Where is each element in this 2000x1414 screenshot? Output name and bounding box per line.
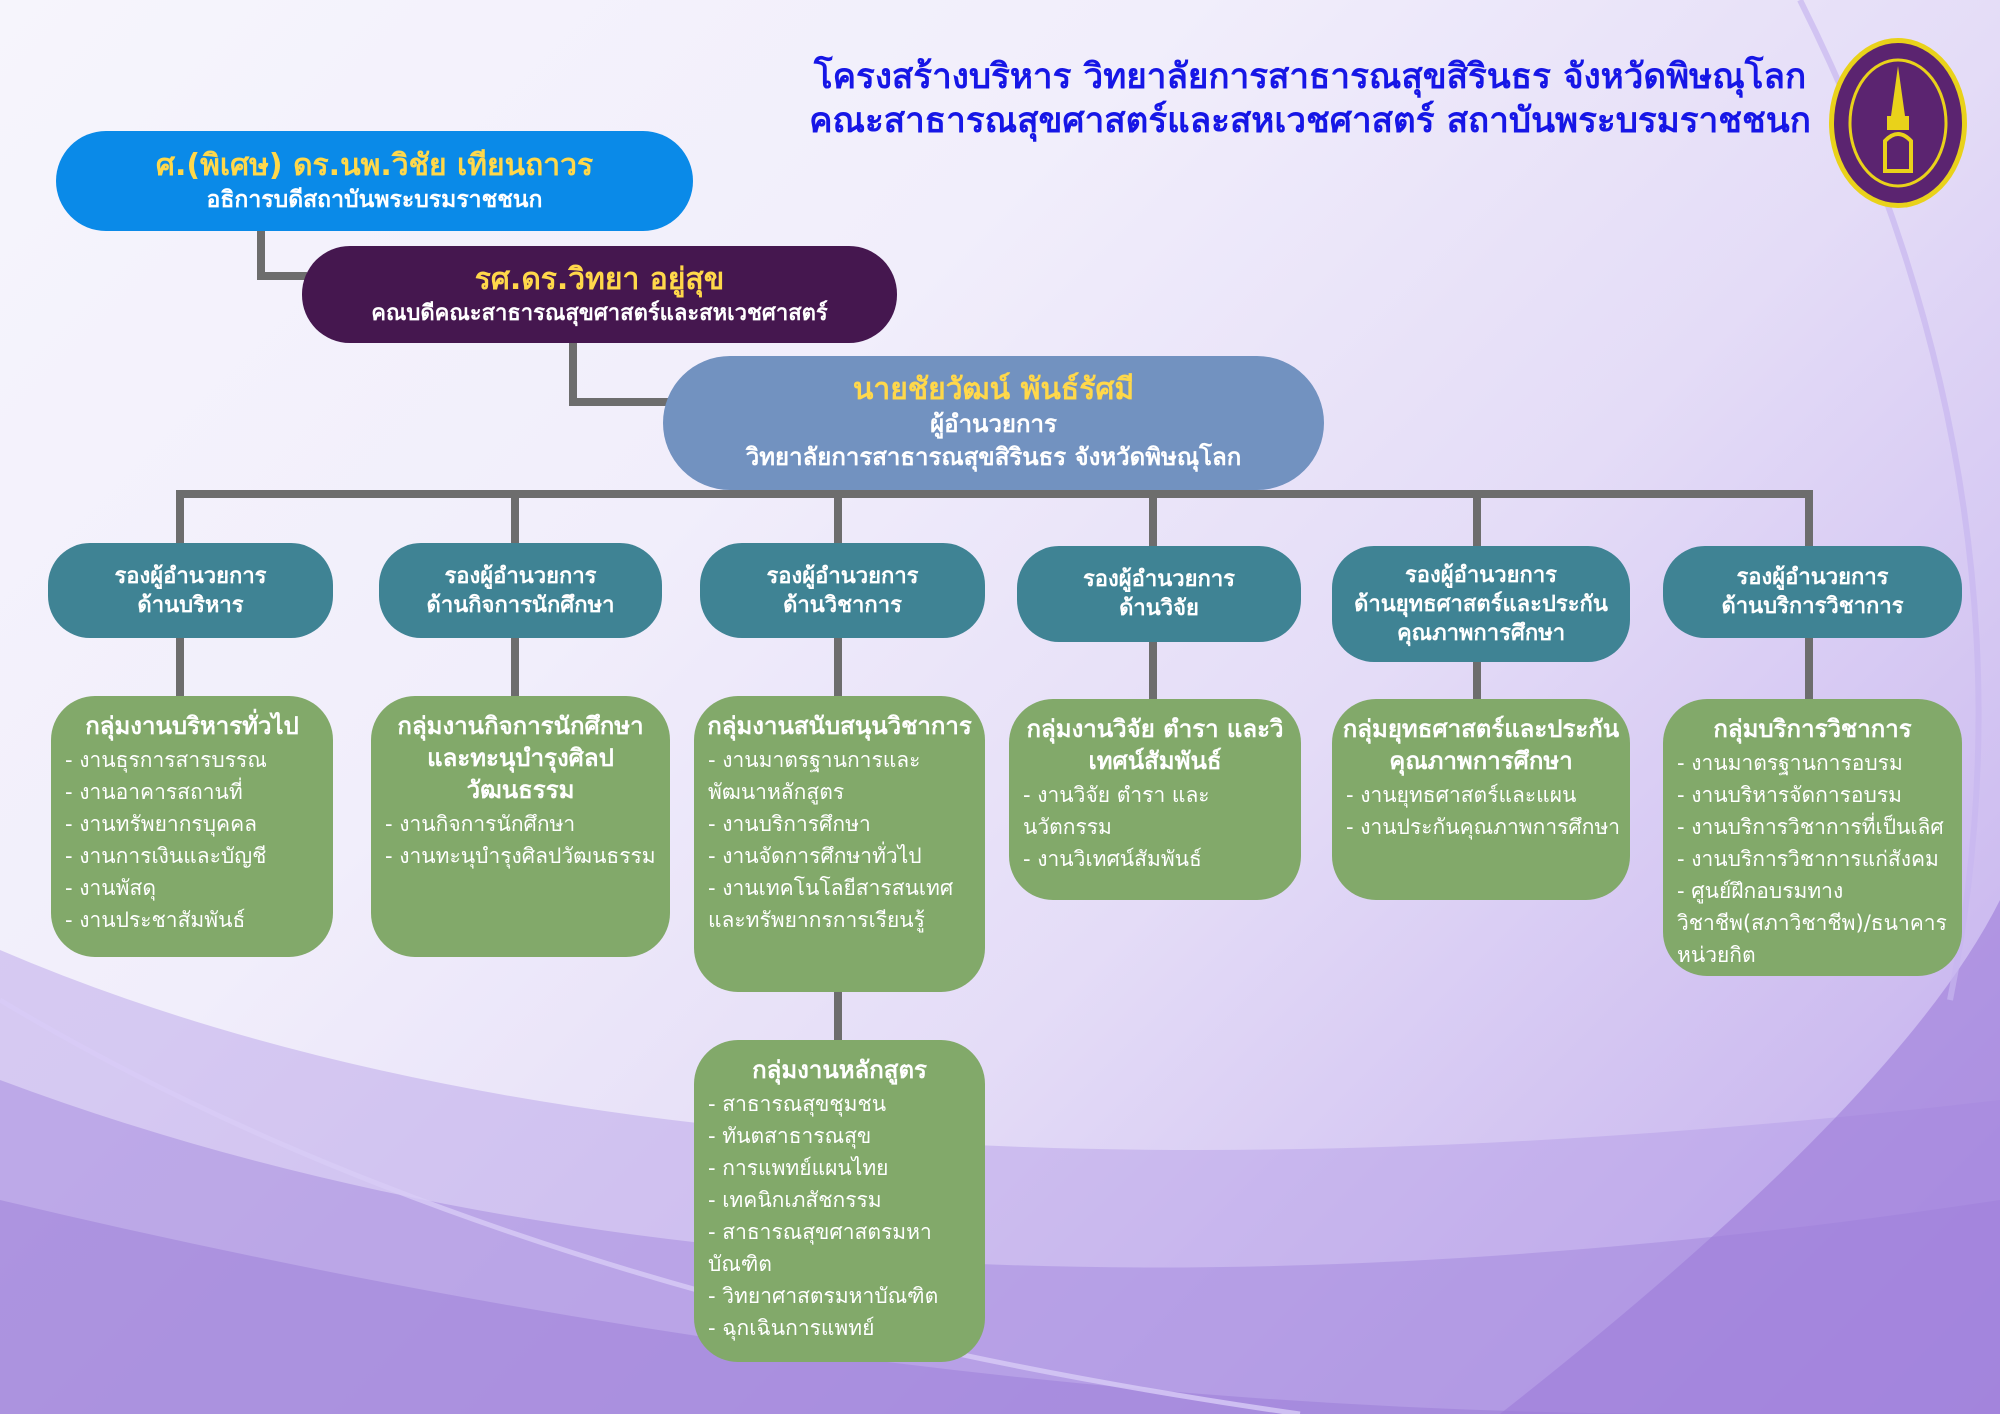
connector: [511, 636, 519, 698]
work-group-list: - งานมาตรฐานการอบรม - งานบริหารจัดการอบรม…: [1671, 747, 1954, 971]
work-unit-item: - ฉุกเฉินการแพทย์: [708, 1316, 875, 1340]
work-unit-item: - งานการเงินและบัญชี: [65, 844, 267, 868]
work-unit-item: - งานวิจัย ตำรา และนวัตกรรม: [1023, 783, 1210, 839]
work-unit-item: - งานจัดการศึกษาทั่วไป: [708, 844, 922, 868]
work-group-node: กลุ่มยุทธศาสตร์และประกันคุณภาพการศึกษา- …: [1332, 699, 1630, 900]
director-role: ผู้อำนวยการ: [930, 410, 1057, 438]
work-unit-item: - งานกิจการนักศึกษา: [385, 812, 576, 836]
deputy-area: ด้านกิจการนักศึกษา: [426, 592, 615, 618]
work-unit-item: - งานธุรการสารบรรณ: [65, 748, 267, 772]
deputy-director-node: รองผู้อำนวยการด้านบริหาร: [48, 543, 333, 638]
work-unit-item: - งานบริการศึกษา: [708, 812, 871, 836]
deputy-director-node: รองผู้อำนวยการด้านวิจัย: [1017, 546, 1301, 642]
deputy-title: รองผู้อำนวยการ: [444, 563, 597, 589]
work-unit-item: - ทันตสาธารณสุข: [708, 1124, 872, 1148]
connector: [834, 490, 842, 546]
deputy-title: รองผู้อำนวยการ: [1082, 567, 1235, 592]
work-group-node: กลุ่มบริการวิชาการ- งานมาตรฐานการอบรม- ง…: [1663, 699, 1962, 976]
connector: [834, 636, 842, 698]
work-unit-item: - งานประกันคุณภาพการศึกษา: [1346, 815, 1621, 839]
dean-node: รศ.ดร.วิทยา อยู่สุข คณบดีคณะสาธารณสุขศาส…: [302, 246, 897, 343]
work-unit-item: - งานประชาสัมพันธ์: [65, 908, 246, 932]
deputy-title: รองผู้อำนวยการ: [1404, 562, 1557, 588]
deputy-director-node: รองผู้อำนวยการด้านวิชาการ: [700, 543, 985, 638]
deputy-director-node: รองผู้อำนวยการด้านกิจการนักศึกษา: [379, 543, 662, 638]
connector: [1805, 490, 1813, 548]
work-unit-item: - งานบริหารจัดการอบรม: [1677, 783, 1902, 807]
work-unit-item: - สาธารณสุขศาสตรมหาบัณฑิต: [708, 1220, 932, 1276]
deputy-director-node: รองผู้อำนวยการด้านยุทธศาสตร์และประกันคุณ…: [1332, 546, 1630, 662]
work-group-node: กลุ่มงานวิจัย ตำรา และวิเทศน์สัมพันธ์- ง…: [1009, 699, 1301, 900]
work-group-list: - งานยุทธศาสตร์และแผน - งานประกันคุณภาพกา…: [1340, 779, 1622, 843]
work-group-title: กลุ่มงานบริหารทั่วไป: [85, 712, 299, 740]
work-unit-item: - งานทะนุบำรุงศิลปวัฒนธรรม: [385, 844, 656, 868]
connector: [176, 636, 184, 698]
president-name: ศ.(พิเศษ) ดร.นพ.วิชัย เทียนถาวร: [155, 148, 594, 183]
work-unit-item: - เทคนิกเภสัชกรรม: [708, 1188, 882, 1212]
work-group-list: - งานกิจการนักศึกษา - งานทะนุบำรุงศิลปวัฒ…: [379, 808, 662, 872]
work-unit-item: - สาธารณสุขชุมชน: [708, 1092, 887, 1116]
president-role: อธิการบดีสถาบันพระบรมราชชนก: [206, 187, 543, 213]
dean-name: รศ.ดร.วิทยา อยู่สุข: [474, 261, 725, 297]
work-group-title: กลุ่มงานวิจัย ตำรา และวิเทศน์สัมพันธ์: [1026, 715, 1284, 775]
work-group-title: กลุ่มงานสนับสนุนวิชาการ: [707, 712, 972, 740]
deputy-title: รองผู้อำนวยการ: [114, 563, 267, 589]
work-unit-item: - การแพทย์แผนไทย: [708, 1156, 889, 1180]
work-group-title: กลุ่มบริการวิชาการ: [1713, 715, 1912, 743]
connector: [257, 231, 265, 279]
deputy-area: ด้านยุทธศาสตร์และประกันคุณภาพการศึกษา: [1354, 591, 1608, 646]
deputy-area: ด้านวิจัย: [1119, 596, 1199, 621]
connector: [176, 490, 184, 546]
work-unit-item: - วิทยาศาสตรมหาบัณฑิต: [708, 1284, 939, 1308]
chart-title-line2: คณะสาธารณสุขศาสตร์และสหเวชศาสตร์ สถาบันพ…: [809, 101, 1811, 141]
work-group-node: กลุ่มงานสนับสนุนวิชาการ - งานมาตรฐานการแล…: [694, 696, 985, 992]
dean-role: คณบดีคณะสาธารณสุขศาสตร์และสหเวชศาสตร์: [371, 300, 828, 326]
deputy-director-node: รองผู้อำนวยการด้านบริการวิชาการ: [1663, 546, 1962, 638]
deputy-area: ด้านวิชาการ: [783, 592, 902, 618]
work-unit-item: - งานบริการวิชาการแก่สังคม: [1677, 847, 1939, 871]
work-group-list: - งานวิจัย ตำรา และนวัตกรรม - งานวิเทศน์ส…: [1017, 779, 1293, 875]
connector: [1149, 640, 1157, 702]
connector: [1473, 660, 1481, 702]
connector: [511, 490, 519, 546]
connector: [257, 272, 307, 280]
director-org: วิทยาลัยการสาธารณสุขสิรินธร จังหวัดพิษณุ…: [745, 443, 1242, 471]
work-unit-item: - งานอาคารสถานที่: [65, 780, 243, 804]
work-group-node: กลุ่มงานหลักสูตร - สาธารณสุขชุมชน - ทันตสา…: [694, 1040, 985, 1362]
work-group-list: - สาธารณสุขชุมชน - ทันตสาธารณสุข - การแพทย…: [702, 1088, 977, 1344]
college-logo-icon: [1829, 38, 1967, 208]
work-unit-item: - ศูนย์ฝึกอบรมทางวิชาชีพ(สภาวิชาชีพ)/ธนา…: [1677, 879, 1947, 967]
deputy-area: ด้านบริการวิชาการ: [1721, 594, 1904, 619]
connector: [1149, 490, 1157, 548]
work-group-list: - งานมาตรฐานการและพัฒนาหลักสูตร - งานบริก…: [702, 744, 977, 936]
deputy-title: รองผู้อำนวยการ: [766, 563, 919, 589]
work-unit-item: - งานยุทธศาสตร์และแผน: [1346, 783, 1577, 807]
connector: [569, 398, 669, 406]
work-unit-item: - งานมาตรฐานการและพัฒนาหลักสูตร: [708, 748, 921, 804]
director-name: นายชัยวัฒน์ พันธ์รัศมี: [852, 372, 1135, 407]
work-unit-item: - งานบริการวิชาการที่เป็นเลิศ: [1677, 815, 1944, 839]
president-node: ศ.(พิเศษ) ดร.นพ.วิชัย เทียนถาวร อธิการบด…: [56, 131, 693, 231]
connector: [834, 990, 842, 1042]
director-node: นายชัยวัฒน์ พันธ์รัศมี ผู้อำนวยการ วิทยา…: [663, 356, 1324, 490]
work-group-node: กลุ่มงานกิจการนักศึกษาและทะนุบำรุงศิลปวั…: [371, 696, 670, 957]
work-unit-item: - งานพัสดุ: [65, 876, 156, 900]
connector: [1473, 490, 1481, 548]
deputy-title: รองผู้อำนวยการ: [1736, 565, 1889, 590]
work-unit-item: - งานเทคโนโลยีสารสนเทศและทรัพยากรการเรีย…: [708, 876, 954, 932]
chart-title-line1: โครงสร้างบริหาร วิทยาลัยการสาธารณสุขสิริ…: [813, 57, 1807, 97]
work-unit-item: - งานวิเทศน์สัมพันธ์: [1023, 847, 1202, 871]
deputy-area: ด้านบริหาร: [137, 592, 244, 618]
connector: [176, 490, 1813, 498]
work-group-title: กลุ่มงานหลักสูตร: [752, 1056, 927, 1084]
work-unit-item: - งานมาตรฐานการอบรม: [1677, 751, 1903, 775]
work-group-list: - งานธุรการสารบรรณ - งานอาคารสถานที่ - งาน…: [59, 744, 325, 936]
connector: [1805, 636, 1813, 702]
work-group-title: กลุ่มยุทธศาสตร์และประกันคุณภาพการศึกษา: [1342, 715, 1620, 775]
work-group-title: กลุ่มงานกิจการนักศึกษาและทะนุบำรุงศิลปวั…: [397, 712, 644, 804]
connector: [569, 343, 577, 405]
work-unit-item: - งานทรัพยากรบุคคล: [65, 812, 258, 836]
work-group-node: กลุ่มงานบริหารทั่วไป- งานธุรการสารบรรณ- …: [51, 696, 333, 957]
